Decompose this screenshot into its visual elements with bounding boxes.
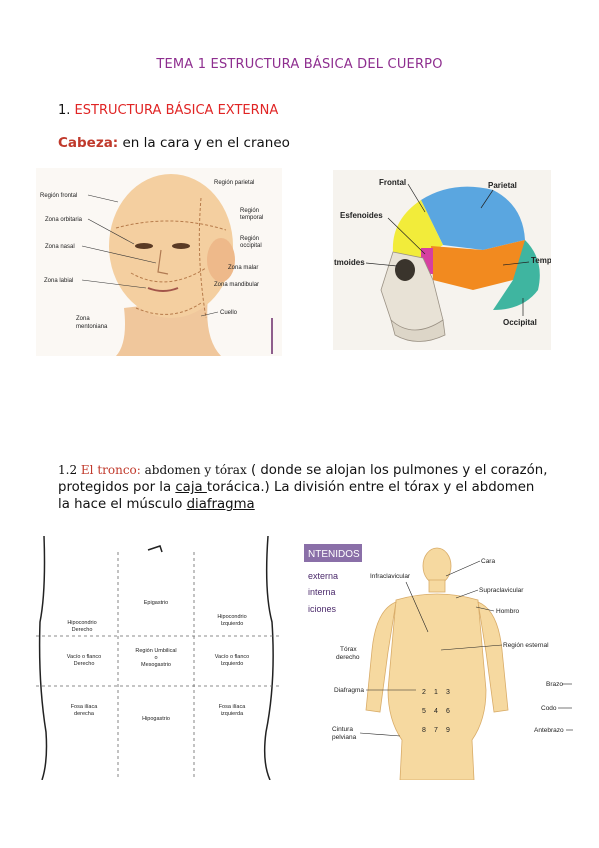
cabeza-line: Cabeza: en la cara y en el craneo: [58, 135, 290, 151]
region-fosa-izq-1: Fosa ilíaca: [219, 704, 247, 710]
label-etmoides: tmoides: [334, 258, 365, 267]
label-zona-orbitaria: Zona orbitaria: [45, 217, 83, 223]
label-cintura-1: Cintura: [332, 726, 353, 733]
grid-number-1: 2: [422, 689, 426, 696]
label-zona-malar: Zona malar: [228, 265, 258, 271]
body-figure: NTENIDOS externa interna iciones 2 1 3 5…: [296, 540, 576, 780]
diafragma-link: diafragma: [186, 497, 255, 512]
label-cintura-2: pelviana: [332, 734, 357, 741]
label-torax-2: derecho: [336, 654, 360, 661]
label-codo: Codo: [541, 705, 557, 712]
section-heading: 1. ESTRUCTURA BÁSICA EXTERNA: [58, 103, 278, 118]
region-umbilical-3: Mesogastrio: [141, 662, 171, 668]
label-cuello: Cuello: [220, 310, 238, 316]
label-hombro: Hombro: [496, 608, 520, 615]
label-diafragma: Diafragma: [334, 687, 364, 694]
page-title: TEMA 1 ESTRUCTURA BÁSICA DEL CUERPO: [156, 57, 443, 72]
section-title: ESTRUCTURA BÁSICA EXTERNA: [74, 103, 279, 118]
contents-item-1: externa: [308, 571, 338, 581]
tronco-paragraph: 1.2 El tronco: abdomen y tórax ( donde s…: [58, 462, 548, 513]
region-umbilical-1: Región Umbilical: [135, 648, 176, 654]
grid-number-9: 9: [446, 727, 450, 734]
skull-jaw: [390, 318, 446, 342]
face-ear: [207, 238, 235, 282]
region-hipogastrio: Hipogastrio: [142, 716, 170, 722]
grid-number-8: 7: [434, 727, 438, 734]
region-hipocondrio-der-1: Hipocondrio: [67, 620, 96, 626]
region-fosa-der-2: derecha: [74, 711, 95, 717]
label-torax-1: Tórax: [340, 646, 357, 653]
grid-number-5: 4: [434, 708, 438, 715]
label-temporal: Temp: [531, 256, 551, 265]
label-antebrazo: Antebrazo: [534, 727, 564, 734]
skull-frontal: [392, 200, 443, 258]
region-fosa-izq-2: izquierda: [221, 711, 244, 717]
body-silhouette: [365, 547, 509, 780]
label-supraclavicular: Supraclavicular: [479, 587, 524, 594]
label-zona-mentoniana-2: mentoniana: [76, 324, 108, 330]
region-umbilical-2: o: [154, 655, 157, 661]
region-fosa-der-1: Fosa ilíaca: [71, 704, 99, 710]
label-occipital: Occipital: [503, 318, 537, 327]
grid-number-6: 6: [446, 708, 450, 715]
section-number: 1.: [58, 103, 75, 118]
label-zona-labial: Zona labial: [44, 278, 73, 284]
skull-parietal: [421, 186, 525, 250]
label-region-occipital-2: occipital: [240, 243, 262, 249]
contents-item-2: interna: [308, 587, 336, 597]
tronco-number: 1.2: [58, 463, 81, 477]
label-region-frontal: Región frontal: [40, 193, 77, 199]
label-frontal: Frontal: [379, 178, 406, 187]
label-infraclavicular: Infraclavicular: [370, 573, 411, 580]
face-eye-left: [172, 243, 190, 249]
grid-number-4: 5: [422, 708, 426, 715]
face-eye-right: [135, 243, 153, 249]
region-hipocondrio-der-2: Derecho: [72, 627, 93, 633]
region-hipocondrio-izq-2: Izquierdo: [221, 621, 244, 627]
label-esfenoides: Esfenoides: [340, 211, 383, 220]
caja-link: caja: [175, 480, 207, 495]
skull-orbit: [395, 259, 415, 281]
skull-temporal: [431, 240, 526, 290]
label-parietal: Parietal: [488, 181, 517, 190]
contents-banner: [304, 544, 362, 562]
label-region-occipital-1: Región: [240, 236, 259, 242]
grid-number-7: 8: [422, 727, 426, 734]
cabeza-text: en la cara y en el craneo: [118, 135, 290, 151]
skull-occipital: [493, 240, 540, 310]
cabeza-label: Cabeza:: [58, 135, 119, 151]
label-brazo: Brazo: [546, 681, 563, 688]
label-zona-nasal: Zona nasal: [45, 244, 75, 250]
region-vacio-der-1: Vacío o flanco: [67, 654, 101, 660]
label-region-parietal: Región parietal: [214, 180, 254, 186]
tronco-text-c: torácica.) La división entre el tórax y …: [58, 480, 535, 512]
region-epigastrio: Epigastrio: [144, 600, 168, 606]
label-zona-mandibular: Zona mandibular: [214, 282, 259, 288]
label-cara: Cara: [481, 558, 495, 565]
label-region-esternal: Región esternal: [503, 642, 549, 649]
label-zona-mentoniana-1: Zona: [76, 316, 90, 322]
contents-banner-text: NTENIDOS: [308, 549, 360, 560]
face-figure: Región frontal Zona orbitaria Zona nasal…: [36, 168, 282, 356]
region-vacio-izq-1: Vacío o flanco: [215, 654, 249, 660]
tronco-label: El tronco:: [80, 463, 141, 477]
region-hipocondrio-izq-1: Hipocondrio: [217, 614, 246, 620]
contents-item-3: iciones: [308, 604, 337, 614]
skull-figure: Frontal Parietal Esfenoides tmoides Temp…: [333, 170, 551, 350]
grid-number-3: 3: [446, 689, 450, 696]
label-region-temporal-2: temporal: [240, 215, 263, 221]
label-region-temporal-1: Región: [240, 208, 259, 214]
tronco-text-b: ( donde se alojan los pulmones y el cora…: [58, 463, 548, 495]
region-vacio-der-2: Derecho: [74, 661, 95, 667]
face-head: [109, 174, 233, 318]
grid-number-2: 1: [434, 689, 438, 696]
abdomen-figure: Epigastrio Hipocondrio Derecho Hipocondr…: [36, 532, 282, 780]
tronco-text-a: abdomen y tórax: [140, 463, 247, 477]
region-vacio-izq-2: Izquierdo: [221, 661, 244, 667]
